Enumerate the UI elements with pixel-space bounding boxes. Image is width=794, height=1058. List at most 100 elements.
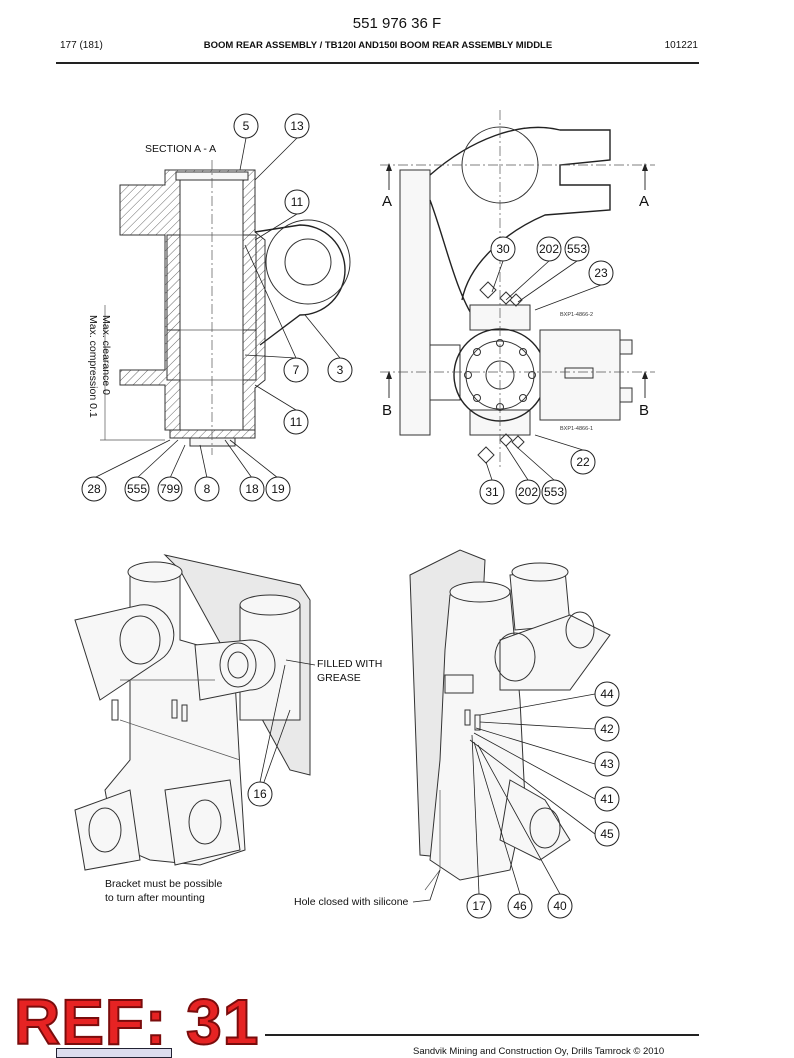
svg-text:28: 28 — [87, 482, 101, 496]
hub-bolts — [464, 339, 536, 411]
bottom-eye-right — [499, 779, 571, 861]
callout-11-upper: 11 — [284, 189, 310, 215]
isometric-view-left — [74, 554, 311, 871]
callouts-top-left: 5 13 11 7 3 11 28 555 799 8 18 19 — [81, 113, 353, 502]
callout-31: 31 — [479, 479, 505, 505]
svg-text:46: 46 — [513, 899, 527, 913]
decal-label-2: BXP1-4866-1 — [560, 426, 593, 432]
section-marker-b-left: B — [382, 402, 392, 419]
callout-22: 22 — [570, 449, 596, 475]
svg-text:30: 30 — [496, 242, 510, 256]
grease-note-line-1: FILLED WITH — [317, 658, 382, 670]
bore — [179, 179, 244, 431]
callout-553-upper: 553 — [564, 236, 590, 262]
side-view: A A B B BXP1-4866-2 BXP1-4866-1 — [380, 110, 655, 470]
isometric-view-right — [409, 549, 611, 891]
svg-text:19: 19 — [271, 482, 285, 496]
decal-label-1: BXP1-4866-2 — [560, 312, 593, 318]
top-arm — [429, 126, 611, 301]
section-marker-b-right: B — [639, 402, 649, 419]
bottom-nipples — [477, 433, 525, 464]
callouts-bottom-left: 16 — [247, 664, 291, 807]
top-nipples — [479, 281, 523, 307]
hub-lug — [194, 639, 276, 701]
callout-23: 23 — [588, 260, 614, 286]
svg-text:22: 22 — [576, 455, 590, 469]
lug-eye-inner — [284, 238, 332, 286]
callout-16: 16 — [247, 781, 273, 807]
hydraulic-fittings — [111, 699, 188, 722]
svg-text:43: 43 — [600, 757, 614, 771]
svg-text:799: 799 — [160, 482, 180, 496]
svg-text:31: 31 — [485, 485, 499, 499]
callout-42: 42 — [594, 716, 620, 742]
svg-text:8: 8 — [204, 482, 211, 496]
base-plate — [399, 169, 431, 436]
callout-553-lower: 553 — [541, 479, 567, 505]
callout-46: 46 — [507, 893, 533, 919]
callout-202-upper: 202 — [536, 236, 562, 262]
svg-text:202: 202 — [539, 242, 559, 256]
arm-right — [499, 614, 611, 691]
callout-11-lower: 11 — [283, 409, 309, 435]
svg-text:41: 41 — [600, 792, 614, 806]
top-cap-ellipse — [127, 561, 183, 583]
fittings-right — [464, 709, 481, 731]
body-arc — [429, 199, 476, 321]
callout-5: 5 — [233, 113, 259, 139]
callout-3: 3 — [327, 357, 353, 383]
section-arrows — [386, 163, 648, 398]
callout-8: 8 — [194, 476, 220, 502]
bottom-left-eye — [74, 789, 141, 871]
lower-bushing-left — [166, 329, 181, 381]
callout-555: 555 — [124, 476, 150, 502]
front-lug — [74, 604, 175, 701]
clearance-note-1: Max. clearance 0 — [100, 315, 112, 395]
svg-text:17: 17 — [472, 899, 486, 913]
lug-eye-outer — [265, 219, 351, 305]
upper-bushing-right — [242, 234, 257, 331]
upper-bushing-left — [166, 234, 181, 331]
company-logo — [56, 1048, 172, 1058]
svg-text:11: 11 — [290, 415, 303, 429]
svg-text:42: 42 — [600, 722, 614, 736]
section-marker-a-right: A — [639, 193, 649, 210]
callout-18: 18 — [239, 476, 265, 502]
callouts-bottom-right: 44 42 43 41 45 17 46 40 — [466, 681, 620, 919]
bottom-right-eye — [164, 779, 241, 866]
callout-19: 19 — [265, 476, 291, 502]
callout-799: 799 — [157, 476, 183, 502]
svg-text:11: 11 — [291, 195, 304, 209]
callout-30: 30 — [490, 236, 516, 262]
document-title: BOOM REAR ASSEMBLY / TB120I AND150I BOOM… — [203, 40, 553, 51]
copyright-text: Sandvik Mining and Construction Oy, Dril… — [413, 1046, 665, 1057]
document-date-code: 101221 — [664, 40, 698, 51]
clearance-note-2: Max. compression 0.1 — [87, 315, 99, 418]
svg-text:555: 555 — [127, 482, 147, 496]
document-number: 551 976 36 F — [352, 15, 442, 32]
footer-rule — [265, 1034, 699, 1036]
callout-28: 28 — [81, 476, 107, 502]
bottom-nut — [189, 437, 236, 447]
svg-text:553: 553 — [567, 242, 587, 256]
svg-text:7: 7 — [293, 363, 300, 377]
valve-block — [444, 674, 474, 694]
callout-40: 40 — [547, 893, 573, 919]
callout-17: 17 — [466, 893, 492, 919]
ref-stamp: REF: 31 — [13, 986, 260, 1058]
svg-text:18: 18 — [245, 482, 259, 496]
bracket-note-line-1: Bracket must be possible — [105, 878, 222, 890]
callout-44: 44 — [594, 681, 620, 707]
callouts-top-right: 30 202 553 23 22 31 202 553 — [479, 236, 614, 505]
svg-text:40: 40 — [553, 899, 567, 913]
svg-text:202: 202 — [518, 485, 538, 499]
svg-text:553: 553 — [544, 485, 564, 499]
svg-text:16: 16 — [253, 787, 267, 801]
cylinder-block — [539, 329, 621, 421]
section-view: SECTION A - A Max. clearance 0 Max. comp… — [87, 143, 351, 455]
hole-note: Hole closed with silicone — [294, 896, 409, 908]
side-lug — [254, 224, 346, 346]
grease-note-line-2: GREASE — [317, 672, 361, 684]
callout-43: 43 — [594, 751, 620, 777]
